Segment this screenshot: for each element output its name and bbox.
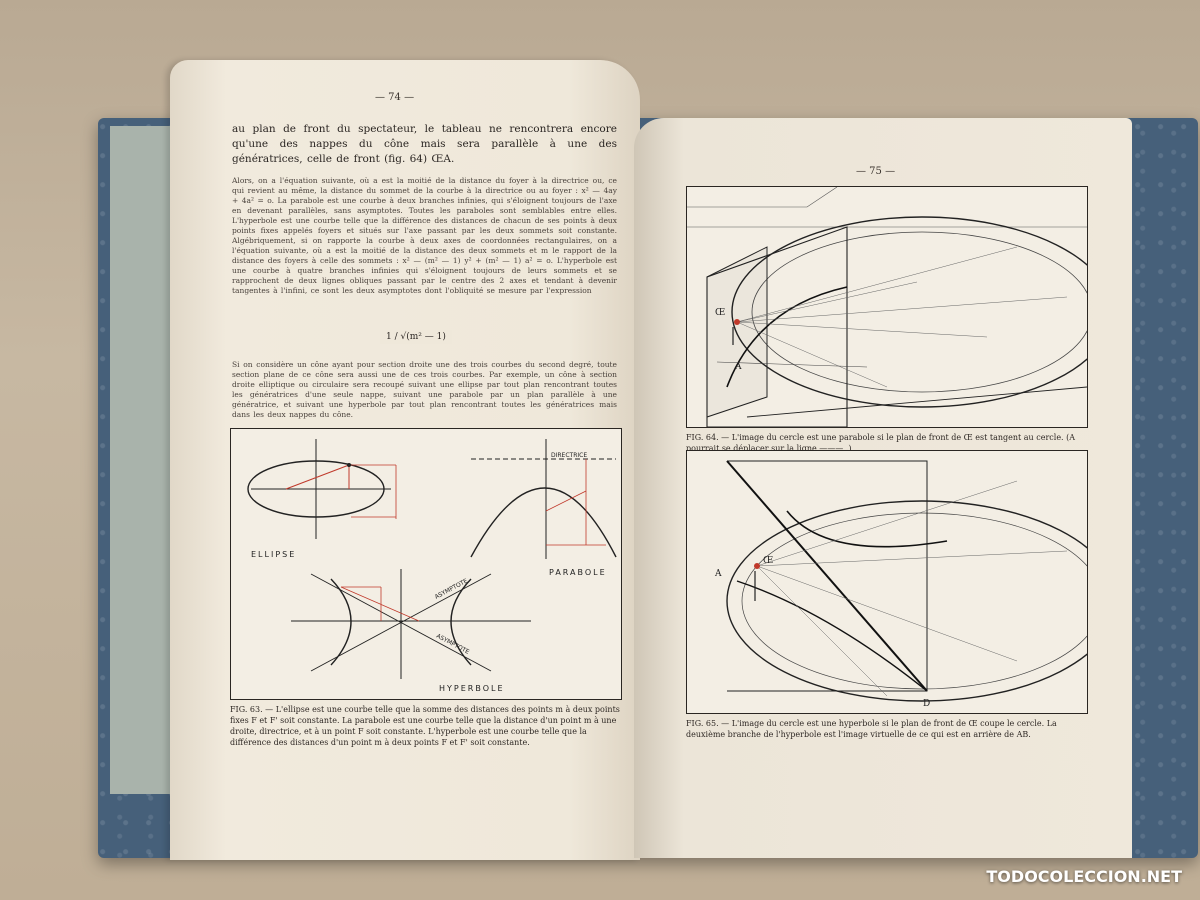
conic-sections-drawing: ELLIPSE DIRECTRICE PARABOLE <box>247 439 617 693</box>
figure-64: Œ A <box>686 186 1113 428</box>
hyperbola-perspective-drawing: Œ A D <box>714 460 1118 709</box>
point-a-label: A <box>734 362 742 372</box>
directrix-label: DIRECTRICE <box>551 452 587 459</box>
point-a-label: A <box>714 569 722 579</box>
right-page: — 75 — Œ A FIG. 64. — L'image du cercle … <box>634 118 1132 858</box>
ellipse-drawing <box>247 439 397 539</box>
intro-paragraph: au plan de front du spectateur, le table… <box>232 123 617 165</box>
ellipse-label: ELLIPSE <box>251 550 296 559</box>
figure-63: ELLIPSE DIRECTRICE PARABOLE <box>230 428 622 700</box>
hyperbola-label: HYPERBOLE <box>439 684 505 693</box>
parabola-drawing <box>470 439 617 559</box>
figure-65-caption: FIG. 65. — L'image du cercle est une hyp… <box>686 719 1057 739</box>
endpaper <box>110 126 180 794</box>
eye-label: Œ <box>763 556 773 566</box>
parabola-perspective-drawing: Œ A <box>687 186 1113 428</box>
page-number: — 74 — <box>375 92 415 103</box>
body-paragraph: Alors, on a l'équation suivante, où a es… <box>232 176 617 295</box>
figure-64-caption: FIG. 64. — L'image du cercle est une par… <box>686 433 1076 453</box>
figure-65: Œ A D <box>686 450 1118 714</box>
formula: 1 / √(m² — 1) <box>380 330 452 344</box>
eye-label: Œ <box>715 308 725 318</box>
page-number: — 75 — <box>856 166 896 177</box>
watermark: TODOCOLECCION.NET <box>986 867 1182 886</box>
parabola-label: PARABOLE <box>549 568 607 577</box>
left-page: — 74 — au plan de front du spectateur, l… <box>170 60 640 860</box>
hyperbola-drawing <box>291 569 531 679</box>
closing-paragraph: Si on considère un cône ayant pour secti… <box>232 360 617 419</box>
figure-63-caption: FIG. 63. — L'ellipse est une courbe tell… <box>230 705 620 747</box>
point-d-label: D <box>923 699 930 709</box>
